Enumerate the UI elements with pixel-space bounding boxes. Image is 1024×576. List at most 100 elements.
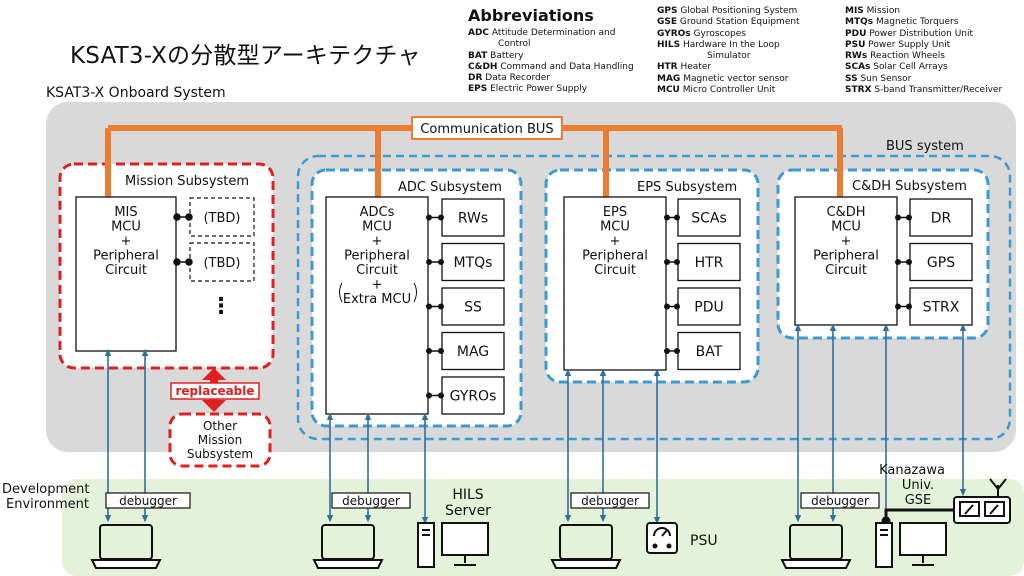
comm-bus-label: Communication BUS: [420, 122, 553, 137]
adc-component-gyros: GYROs: [426, 376, 505, 415]
component-box: [441, 198, 505, 237]
ground-station-icon: [953, 478, 1011, 524]
component-label: MAG: [457, 344, 489, 360]
abbreviation-entry: EPS Electric Power Supply: [468, 84, 634, 95]
mis-mcu-box: [75, 196, 177, 352]
abbreviation-term: MAG: [657, 73, 681, 84]
abbreviation-entry: PDU Power Distribution Unit: [845, 29, 1002, 40]
tbd-label-2: (TBD): [203, 256, 240, 271]
connector-dot: [438, 259, 444, 265]
abbreviation-term: C&DH: [468, 61, 498, 72]
abbreviation-definition: Sun Sensor: [860, 73, 912, 84]
abbreviation-entry: SCAs Solar Cell Arrays: [845, 62, 1002, 73]
connector-dot: [895, 259, 901, 265]
component-box: [677, 331, 741, 371]
connector-dot: [664, 214, 670, 221]
abbreviation-entry: MIS Mission: [845, 6, 1002, 17]
adc-component-rws: RWs: [426, 198, 505, 237]
eps-mcu-text: EPS: [603, 205, 627, 220]
component-label: RWs: [458, 211, 488, 227]
adc-component-mtqs: MTQs: [426, 242, 505, 282]
debugger-box-1: debugger: [105, 492, 191, 509]
abbreviation-term: SS: [845, 73, 858, 84]
mis-mcu-text: Circuit: [105, 263, 147, 278]
abbreviation-term: HTR: [657, 62, 678, 73]
abbreviation-term: ADC: [468, 28, 490, 38]
abbreviation-term: GPS: [657, 6, 678, 16]
abbreviation-definition: Attitude Determination and: [491, 28, 616, 38]
connector-dot: [426, 392, 432, 399]
component-label: SCAs: [691, 211, 727, 227]
onboard-system-label: KSAT3-X Onboard System: [46, 85, 226, 101]
debugger-box-2: debugger: [331, 492, 411, 509]
abbreviation-term: HILS: [657, 39, 681, 50]
mis-mcu-text: Peripheral: [93, 249, 159, 264]
abbreviation-term: MCU: [657, 85, 680, 96]
cdh-mcu-text: C&DH: [827, 205, 866, 220]
adc-mcu-text: +: [372, 278, 383, 293]
component-label: STRX: [923, 300, 960, 316]
component-box: [441, 376, 505, 415]
connector-dot: [906, 303, 912, 310]
laptop-icon: [312, 524, 384, 569]
eps-component-pdu: PDU: [664, 287, 741, 326]
abbreviation-definition: Electric Power Supply: [490, 84, 588, 95]
adc-mcu-text: MCU: [362, 220, 392, 235]
comm-bus-label-box: [411, 116, 563, 140]
component-label: GPS: [927, 255, 955, 271]
debugger-label-1: debugger: [119, 494, 177, 508]
other-mission-box: [168, 412, 272, 468]
psu-icon: [646, 522, 678, 554]
mis-mcu-text: MIS: [114, 205, 137, 220]
cdh-subsystem-label: C&DH Subsystem: [852, 179, 967, 194]
adc-subsystem-label: ADC Subsystem: [398, 180, 502, 195]
monitor-icon: [899, 522, 947, 566]
eps-component-bat: BAT: [664, 331, 741, 371]
abbreviation-definition: Hardware In the Loop: [682, 39, 780, 50]
abbreviation-entry: MCU Micro Controller Unit: [657, 85, 800, 96]
connector-dot: [426, 303, 432, 310]
abbreviation-term: MIS: [845, 6, 864, 16]
abbreviation-definition: Magnetic Torquers: [875, 17, 959, 28]
abbreviation-definition: Battery: [490, 50, 524, 61]
connector-dot: [674, 348, 680, 354]
abbreviation-entry: MAG Magnetic vector sensor: [657, 74, 800, 85]
abbreviation-term: GYROs: [657, 28, 691, 39]
abbreviation-definition: Reaction Wheels: [870, 51, 945, 62]
abbreviation-entry: STRX S-band Transmitter/Receiver: [845, 85, 1002, 96]
connector-dot: [438, 348, 444, 354]
abbreviation-entry: GYROs Gyroscopes: [657, 29, 800, 40]
cdh-mcu-text: Circuit: [825, 263, 867, 278]
component-label: DR: [931, 211, 952, 227]
debugger-label-3: debugger: [581, 494, 639, 508]
connector-dot: [426, 259, 432, 265]
component-label: MTQs: [454, 255, 493, 271]
component-label: BAT: [696, 344, 723, 360]
abbreviation-entry: HTR Heater: [657, 62, 800, 73]
replaceable-label: replaceable: [175, 384, 254, 398]
abbreviation-term: PDU: [845, 28, 867, 39]
dev-env-label-1: Development: [2, 482, 90, 497]
abbreviation-entry: RWs Reaction Wheels: [845, 51, 1002, 62]
cdh-mcu-box: [794, 196, 898, 326]
component-label: GYROs: [450, 389, 497, 405]
abbreviation-definition: Power Supply Unit: [868, 39, 951, 50]
connector-dot: [664, 259, 670, 265]
abbreviation-entry: BAT Battery: [468, 51, 634, 62]
adc-mcu-text: Circuit: [356, 263, 398, 278]
abbreviation-term: EPS: [468, 84, 488, 95]
abbreviation-entry: ADC Attitude Determination and: [468, 28, 634, 39]
adc-mcu-text: Extra MCU: [343, 292, 411, 307]
kanazawa-gse-label-3: GSE: [905, 493, 932, 508]
abbreviation-term: STRX: [845, 85, 872, 96]
cdh-component-gps: GPS: [895, 242, 973, 282]
component-box: [909, 198, 973, 237]
component-label: PDU: [694, 300, 723, 316]
abbreviation-term: SCAs: [845, 62, 871, 73]
abbreviations-heading: Abbreviations: [468, 6, 594, 25]
development-environment-area: [62, 479, 1024, 576]
component-label: SS: [464, 300, 482, 316]
